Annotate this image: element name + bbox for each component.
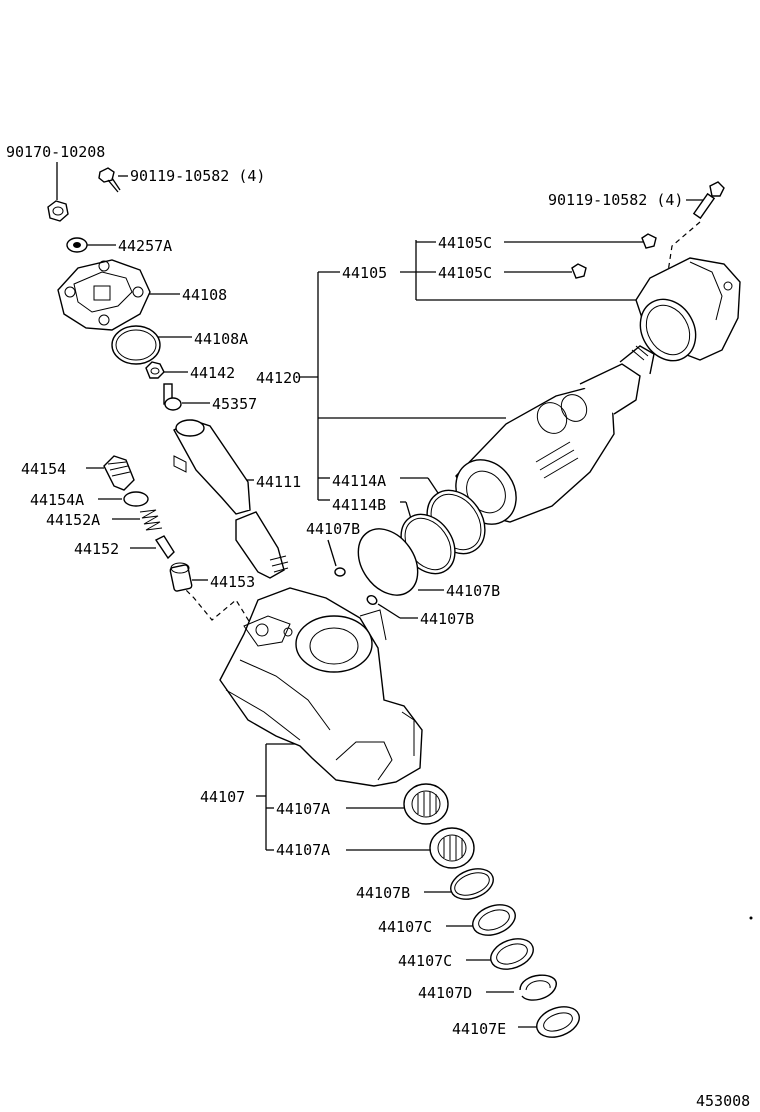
label-44107B-oring: 44107B (446, 582, 500, 600)
oring-44107B-lower (450, 868, 494, 900)
oring-44108A (111, 325, 161, 365)
label-44108: 44108 (182, 286, 227, 304)
label-44107A-lower: 44107A (276, 841, 330, 859)
bearing-44107A-upper (403, 783, 449, 825)
figure-code: 453008 (696, 1092, 750, 1110)
seal-44107E (536, 1006, 580, 1038)
gear-housing-44107 (219, 587, 423, 787)
label-44153: 44153 (210, 573, 255, 591)
leader-lines (56, 162, 704, 1028)
label-44107B-small: 44107B (420, 610, 474, 628)
label-44114A: 44114A (332, 472, 386, 490)
label-44107B-seal-top: 44107B (306, 520, 360, 538)
label-44142: 44142 (190, 364, 235, 382)
screw-45357 (163, 383, 182, 411)
bolt-90119-right (692, 181, 725, 220)
valve-shaft-44111 (173, 419, 289, 579)
label-44107: 44107 (200, 788, 245, 806)
label-44107D: 44107D (418, 984, 472, 1002)
label-44111: 44111 (256, 473, 301, 491)
label-44152A: 44152A (46, 511, 100, 529)
label-44154: 44154 (21, 460, 66, 478)
label-90119-10582-right: 90119-10582 (4) (548, 191, 683, 209)
part-labels: 90170-10208 90119-10582 (4) 90119-10582 … (6, 143, 750, 1110)
plug-44154 (103, 455, 135, 491)
valve-housing-44105 (635, 257, 741, 362)
sleeve-44153 (169, 562, 193, 592)
seal-44107C-upper (472, 904, 516, 936)
seal-44107C-lower (490, 938, 534, 970)
label-44108A: 44108A (194, 330, 248, 348)
washer-44257A (66, 237, 88, 253)
label-44257A: 44257A (118, 237, 172, 255)
screw-44105C-lower (571, 263, 587, 279)
nut-44142 (145, 361, 165, 379)
label-44105C-upper: 44105C (438, 234, 492, 252)
label-90119-10582-left: 90119-10582 (4) (130, 167, 265, 185)
label-44152: 44152 (74, 540, 119, 558)
label-44107C-upper: 44107C (378, 918, 432, 936)
label-44105C-lower: 44105C (438, 264, 492, 282)
snap-ring-44107D (519, 974, 557, 1001)
seal-44107B-small-left (334, 567, 346, 577)
bolt-90119-left (98, 167, 121, 193)
label-44107E: 44107E (452, 1020, 506, 1038)
label-45357: 45357 (212, 395, 257, 413)
bearing-44107A-lower (429, 827, 475, 869)
screw-44105C-upper (641, 233, 657, 249)
valve-44152 (154, 535, 175, 560)
cover-44108 (57, 259, 151, 331)
label-44107A-upper: 44107A (276, 800, 330, 818)
oring-44154A (123, 491, 149, 507)
seal-44107B-small-right (366, 595, 378, 605)
nut-90170-10208 (47, 200, 69, 222)
label-44107B-lower: 44107B (356, 884, 410, 902)
label-44105: 44105 (342, 264, 387, 282)
label-44154A: 44154A (30, 491, 84, 509)
label-44120: 44120 (256, 369, 301, 387)
spring-44152A (139, 509, 163, 531)
oring-44107B-large (357, 528, 419, 596)
label-44114B: 44114B (332, 496, 386, 514)
label-90170-10208: 90170-10208 (6, 143, 105, 161)
label-44107C-lower: 44107C (398, 952, 452, 970)
